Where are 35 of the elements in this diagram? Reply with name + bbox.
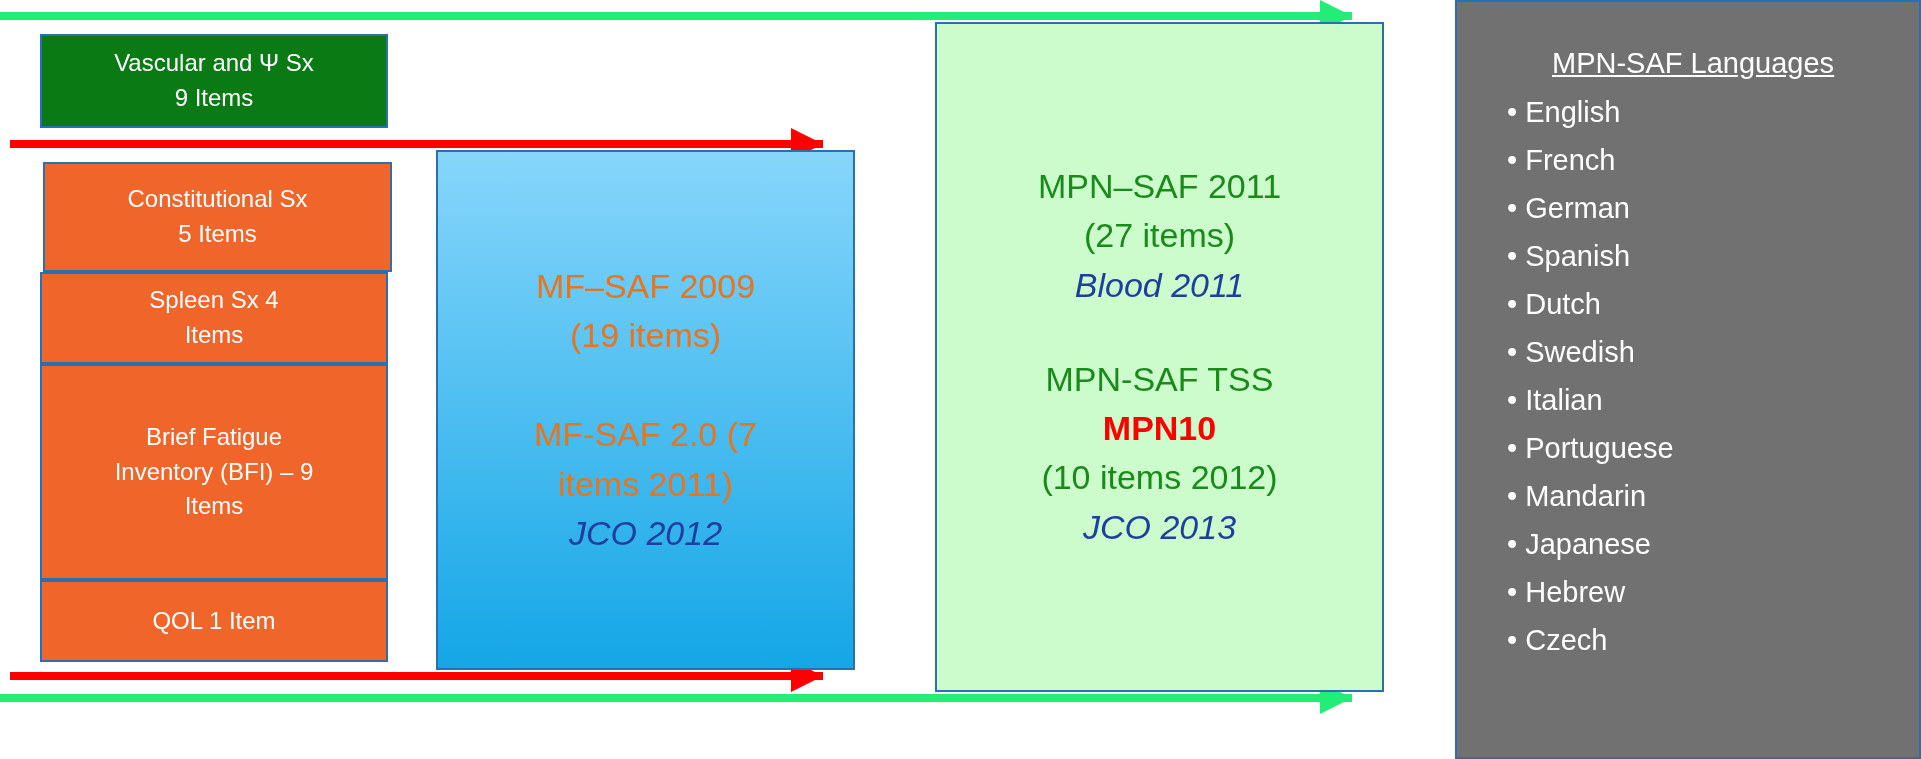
instrument-box — [935, 22, 1384, 692]
form-title: MPN10 — [1102, 408, 1217, 450]
language-list-item: • Japanese — [1507, 527, 1652, 563]
instrument-box — [436, 150, 855, 670]
form-title: MPN–SAF 2011 (27 items) — [1037, 165, 1282, 257]
form-title: (10 items 2012) — [1041, 457, 1278, 499]
citation: JCO 2013 — [1082, 506, 1237, 548]
item-group-box — [40, 364, 388, 580]
language-list-item: • Hebrew — [1507, 575, 1627, 611]
language-list-item: • Czech — [1507, 623, 1609, 659]
item-group-box — [40, 580, 388, 662]
item-label: Vascular and Ψ Sx 9 Items — [113, 48, 315, 113]
item-group-box — [40, 34, 388, 128]
language-list-item: • Mandarin — [1507, 479, 1648, 515]
language-list-item: • Italian — [1507, 383, 1604, 419]
form-title: MPN-SAF TSS — [1045, 358, 1274, 400]
item-label: Brief Fatigue Inventory (BFI) – 9 Items — [113, 421, 315, 522]
languages-panel — [1455, 0, 1921, 759]
item-group-box — [40, 272, 388, 364]
form-title: MF-SAF 2.0 (7 items 2011) — [533, 414, 758, 505]
form-title: MF–SAF 2009 (19 items) — [534, 265, 757, 357]
item-group-box — [43, 162, 392, 272]
language-list-item: • Swedish — [1507, 335, 1636, 371]
language-list-item: • German — [1507, 191, 1631, 227]
item-label: QOL 1 Item — [152, 605, 276, 636]
citation: JCO 2012 — [568, 512, 723, 554]
language-list-item: • English — [1507, 95, 1622, 131]
language-list-item: • French — [1507, 143, 1617, 179]
item-label: Constitutional Sx 5 Items — [126, 184, 309, 249]
panel-heading: MPN-SAF Languages — [1552, 46, 1835, 81]
item-label: Spleen Sx 4 Items — [148, 285, 280, 350]
language-list-item: • Portuguese — [1507, 431, 1674, 467]
citation: Blood 2011 — [1074, 264, 1245, 306]
language-list-item: • Dutch — [1507, 287, 1602, 323]
language-list-item: • Spanish — [1507, 239, 1631, 275]
